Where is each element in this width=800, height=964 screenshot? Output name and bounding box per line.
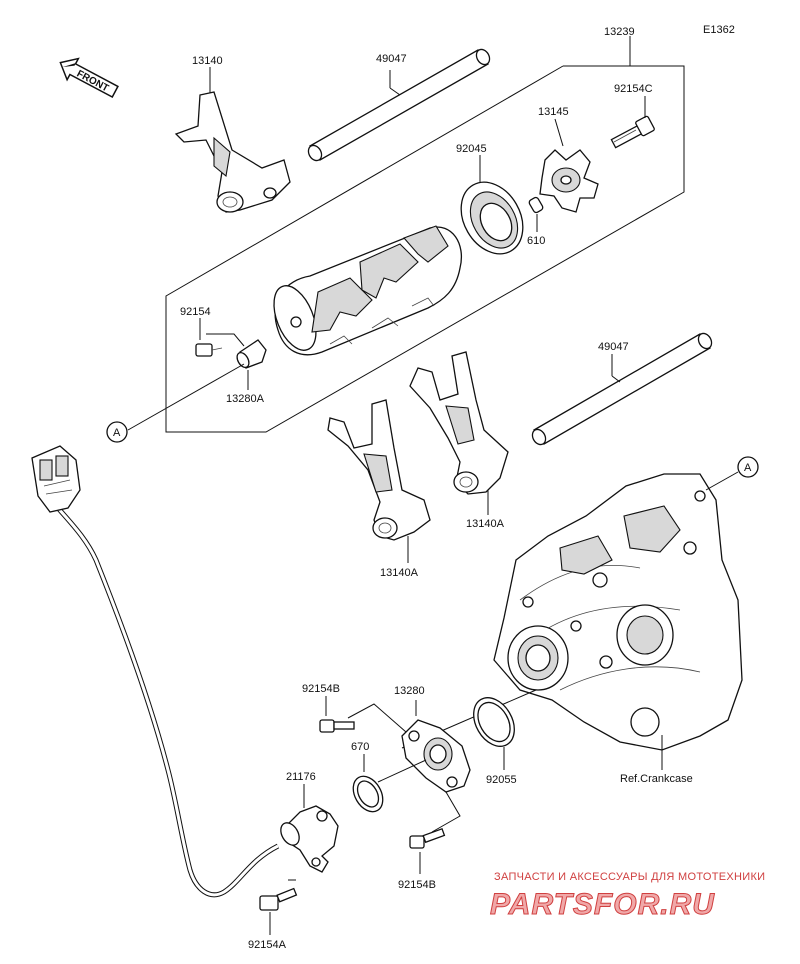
- shift-fork-13140A-right: [409, 351, 509, 495]
- assembly-bracket: [165, 65, 685, 433]
- label-92154C: 92154C: [614, 83, 653, 95]
- front-arrow-icon: FRONT: [59, 57, 119, 99]
- label-92154B-top: 92154B: [302, 683, 340, 695]
- label-92154: 92154: [180, 306, 211, 318]
- label-92045: 92045: [456, 143, 487, 155]
- shift-rod-middle: [531, 332, 713, 446]
- sensor-bracket-13280: [401, 719, 471, 793]
- label-13145: 13145: [538, 106, 569, 118]
- label-13280: 13280: [394, 685, 425, 697]
- shift-rod-top: [307, 48, 491, 162]
- o-ring-92055: [473, 697, 515, 747]
- label-92154A: 92154A: [248, 939, 287, 951]
- shift-fork-13140A-left: [327, 399, 431, 541]
- sensor-pin-13280A: [236, 339, 267, 369]
- ref-circle-a-left-label: A: [113, 427, 121, 439]
- label-ref-crankcase: Ref.Crankcase: [620, 773, 693, 785]
- label-13140A-left: 13140A: [380, 567, 419, 579]
- bolt-92154A: [259, 887, 298, 911]
- crankcase: [493, 473, 743, 751]
- pin-610: [528, 196, 544, 214]
- o-ring-670: [352, 775, 384, 813]
- drum-cam-13145: [539, 149, 599, 213]
- label-92154B-bottom: 92154B: [398, 879, 436, 891]
- label-13140A-right: 13140A: [466, 518, 505, 530]
- bearing-92045: [460, 181, 524, 255]
- watermark-tagline: ЗАПЧАСТИ И АКСЕССУАРЫ ДЛЯ МОТОТЕХНИКИ: [494, 871, 765, 883]
- ref-circle-a-left: [106, 421, 128, 443]
- label-13280A: 13280A: [226, 393, 265, 405]
- bolt-92154: [195, 343, 223, 357]
- label-49047-top: 49047: [376, 53, 407, 65]
- label-21176: 21176: [286, 771, 316, 783]
- label-49047-middle: 49047: [598, 341, 629, 353]
- diagram-code: E1362: [703, 24, 735, 36]
- bolt-92154B-bottom: [409, 827, 446, 849]
- label-610: 610: [527, 235, 545, 247]
- label-92055: 92055: [486, 774, 517, 786]
- shift-drum: [273, 225, 462, 356]
- ref-circle-a-right: [737, 456, 759, 478]
- gear-position-sensor-21176: [280, 805, 339, 873]
- sensor-wire: [56, 506, 280, 898]
- label-670: 670: [351, 741, 369, 753]
- label-13239: 13239: [604, 26, 635, 38]
- label-13140: 13140: [192, 55, 223, 67]
- shift-fork-13140: [174, 91, 291, 213]
- sensor-connector: [31, 445, 81, 513]
- watermark-brand: PARTSFOR.RU: [490, 888, 715, 921]
- ref-circle-a-right-label: A: [744, 462, 752, 474]
- bolt-92154B-top: [319, 719, 355, 733]
- bolt-92154C: [610, 115, 655, 149]
